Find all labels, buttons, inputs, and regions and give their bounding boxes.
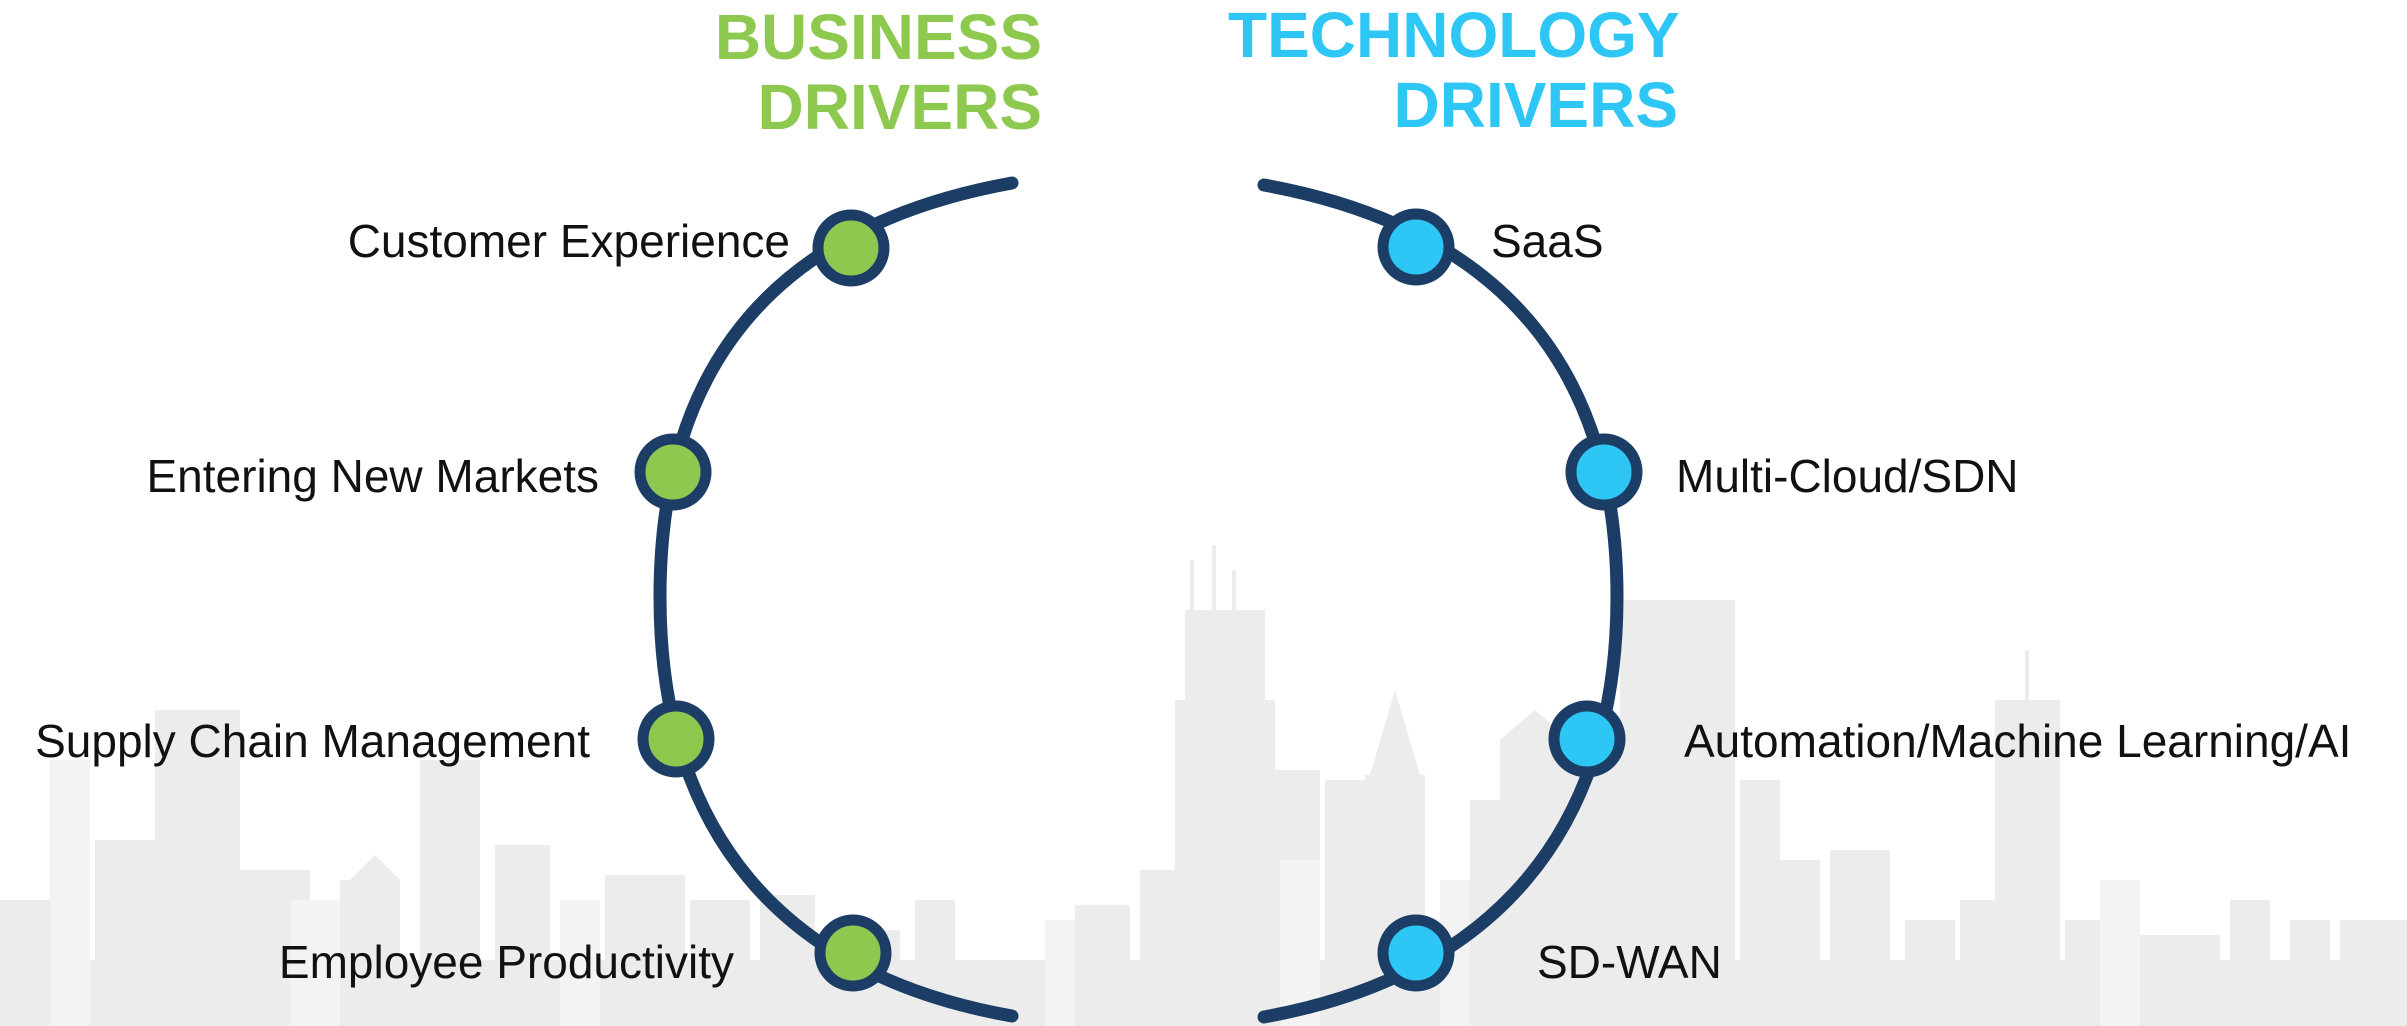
business-driver-label: Entering New Markets [146,450,600,502]
technology-heading-line-1: TECHNOLOGY [1228,0,1680,71]
business-driver-label: Supply Chain Management [35,715,590,767]
technology-arc [1257,178,1624,1024]
business-driver-label: Employee Productivity [278,936,734,988]
business-driver-node [634,433,712,511]
business-heading-line-2: DRIVERS [757,71,1043,143]
business-arc [653,176,1019,1023]
technology-drivers-heading: TECHNOLOGY DRIVERS [1228,0,1680,141]
technology-heading-line-2: DRIVERS [1393,69,1679,141]
business-driver-node [814,914,892,992]
technology-driver-label: Automation/Machine Learning/AI [1684,715,2352,767]
technology-driver-node [1377,208,1455,286]
business-driver-node [637,700,715,778]
technology-driver-node [1377,914,1455,992]
technology-driver-label: SD-WAN [1537,936,1722,988]
business-heading-line-1: BUSINESS [714,1,1042,73]
business-driver-label: Customer Experience [347,215,790,267]
business-drivers-heading: BUSINESS DRIVERS [715,2,1042,142]
technology-driver-node [1565,433,1643,511]
technology-driver-label: SaaS [1491,215,1604,267]
business-driver-node [812,209,890,287]
technology-driver-node [1548,700,1626,778]
technology-driver-label: Multi-Cloud/SDN [1676,450,2019,502]
